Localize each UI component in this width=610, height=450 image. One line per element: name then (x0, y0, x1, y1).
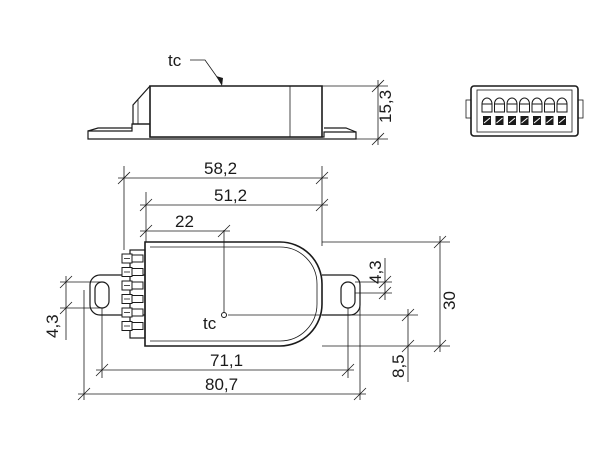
side-view: tc 15,3 (87, 51, 395, 146)
end-terminal (494, 97, 505, 125)
height-dimension-label: 15,3 (376, 90, 395, 123)
top-view: tc 58,2 51,2 22 4,3 30 (43, 159, 459, 401)
tc-side-label: tc (168, 51, 182, 70)
end-view-terminals (481, 97, 568, 125)
width-inner-dimension-label: 51,2 (214, 186, 247, 205)
depth-dimension-label: 30 (440, 291, 459, 310)
end-view (465, 85, 584, 137)
tc-x-offset-label: 22 (175, 212, 194, 231)
overall-length-dimension-label: 80,7 (205, 375, 238, 394)
end-terminal (506, 97, 518, 125)
end-terminal (544, 97, 555, 125)
top-terminal (121, 267, 144, 277)
top-terminal (121, 307, 144, 318)
end-terminal (519, 97, 530, 125)
top-view-terminals (121, 253, 144, 331)
right-hole-dimension-label: 4,3 (366, 260, 385, 284)
top-terminal (121, 321, 144, 331)
end-terminal (481, 97, 493, 125)
top-terminal (121, 294, 144, 304)
end-terminal (531, 97, 543, 125)
left-hole-dimension-label: 4,3 (43, 314, 62, 338)
end-terminal (556, 97, 568, 125)
hole-spacing-dimension-label: 71,1 (210, 351, 243, 370)
tc-top-label: tc (203, 314, 217, 333)
width-total-dimension-label: 58,2 (204, 159, 237, 178)
tc-y-offset-label: 8,5 (389, 354, 408, 378)
top-terminal (121, 280, 144, 291)
top-terminal (121, 253, 144, 264)
